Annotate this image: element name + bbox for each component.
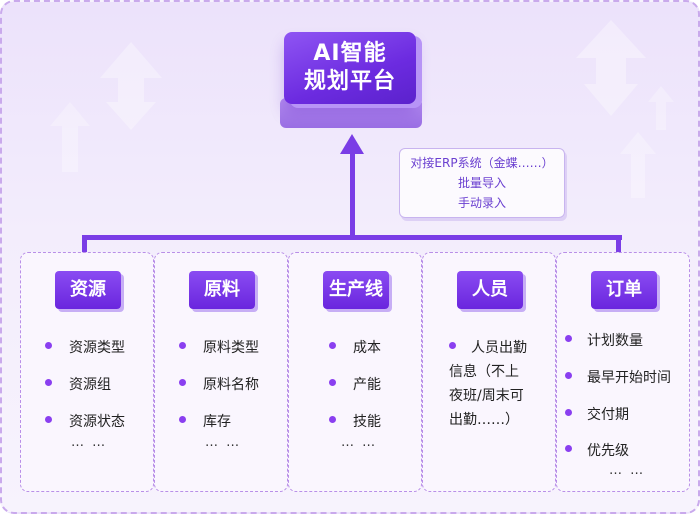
platform-block: AI智能 规划平台 [284,32,416,104]
bullet-icon [179,379,186,386]
card-resources: 资源 资源类型 资源组 资源状态 … … [20,252,154,492]
list-item: 技能 [353,414,381,430]
more-ellipsis: … … [341,435,378,450]
list-item: 计划数量 [587,333,643,349]
list-item: 资源状态 [69,414,125,430]
bullet-icon [565,445,572,452]
platform-title-line1: AI智能 [313,41,387,66]
more-ellipsis: … … [71,435,108,450]
list-item: 原料名称 [203,377,259,393]
bullet-icon [179,342,186,349]
bullet-icon [329,342,336,349]
connector-drop [82,235,87,253]
list-item: 产能 [353,377,381,393]
card-materials: 原料 原料类型 原料名称 库存 … … [154,252,288,492]
list-item: 优先级 [587,443,629,459]
list-item: 资源类型 [69,340,125,356]
bullet-icon [449,342,456,349]
list-item: 库存 [203,414,231,430]
more-ellipsis: … … [205,435,242,450]
list-item: 夜班/周末可 [449,388,524,404]
list-item: 出勤……） [449,412,519,428]
card-title: 人员 [457,271,523,309]
bullet-icon [565,335,572,342]
bullet-icon [329,379,336,386]
list-item: 信息（不上 [449,364,519,380]
list-item: 成本 [353,340,381,356]
card-orders: 订单 计划数量 最早开始时间 交付期 优先级 … … [556,252,690,492]
bullet-icon [45,342,52,349]
connector-stem [350,150,355,236]
connector-bar [82,235,622,240]
background-arrow-icon [648,86,674,130]
list-item: 交付期 [587,407,629,423]
import-methods-box: 对接ERP系统（金蝶……） 批量导入 手动录入 [399,148,565,218]
up-arrow-icon [340,134,364,154]
card-title: 原料 [189,271,255,309]
list-item: 最早开始时间 [587,370,671,386]
platform-title-line2: 规划平台 [303,69,396,94]
connector-drop [616,235,621,253]
import-manual: 手动录入 [457,196,506,210]
list-item: 资源组 [69,377,111,393]
card-personnel: 人员 人员出勤 信息（不上 夜班/周末可 出勤……） [422,252,556,492]
bullet-icon [565,372,572,379]
card-title: 资源 [55,271,121,309]
background-arrow-icon [576,20,646,116]
more-ellipsis: … … [609,463,646,478]
import-batch: 批量导入 [457,176,506,190]
list-item: 原料类型 [203,340,259,356]
bullet-icon [179,416,186,423]
card-title: 订单 [591,271,657,309]
bullet-icon [329,416,336,423]
card-production-line: 生产线 成本 产能 技能 … … [288,252,422,492]
import-erp: 对接ERP系统（金蝶……） [410,156,554,170]
list-item: 人员出勤 [471,340,527,356]
background-arrow-icon [100,42,162,130]
background-arrow-icon [50,102,90,172]
bullet-icon [45,416,52,423]
card-title: 生产线 [323,271,389,309]
bullet-icon [45,379,52,386]
bullet-icon [565,409,572,416]
background-arrow-icon [620,132,656,198]
